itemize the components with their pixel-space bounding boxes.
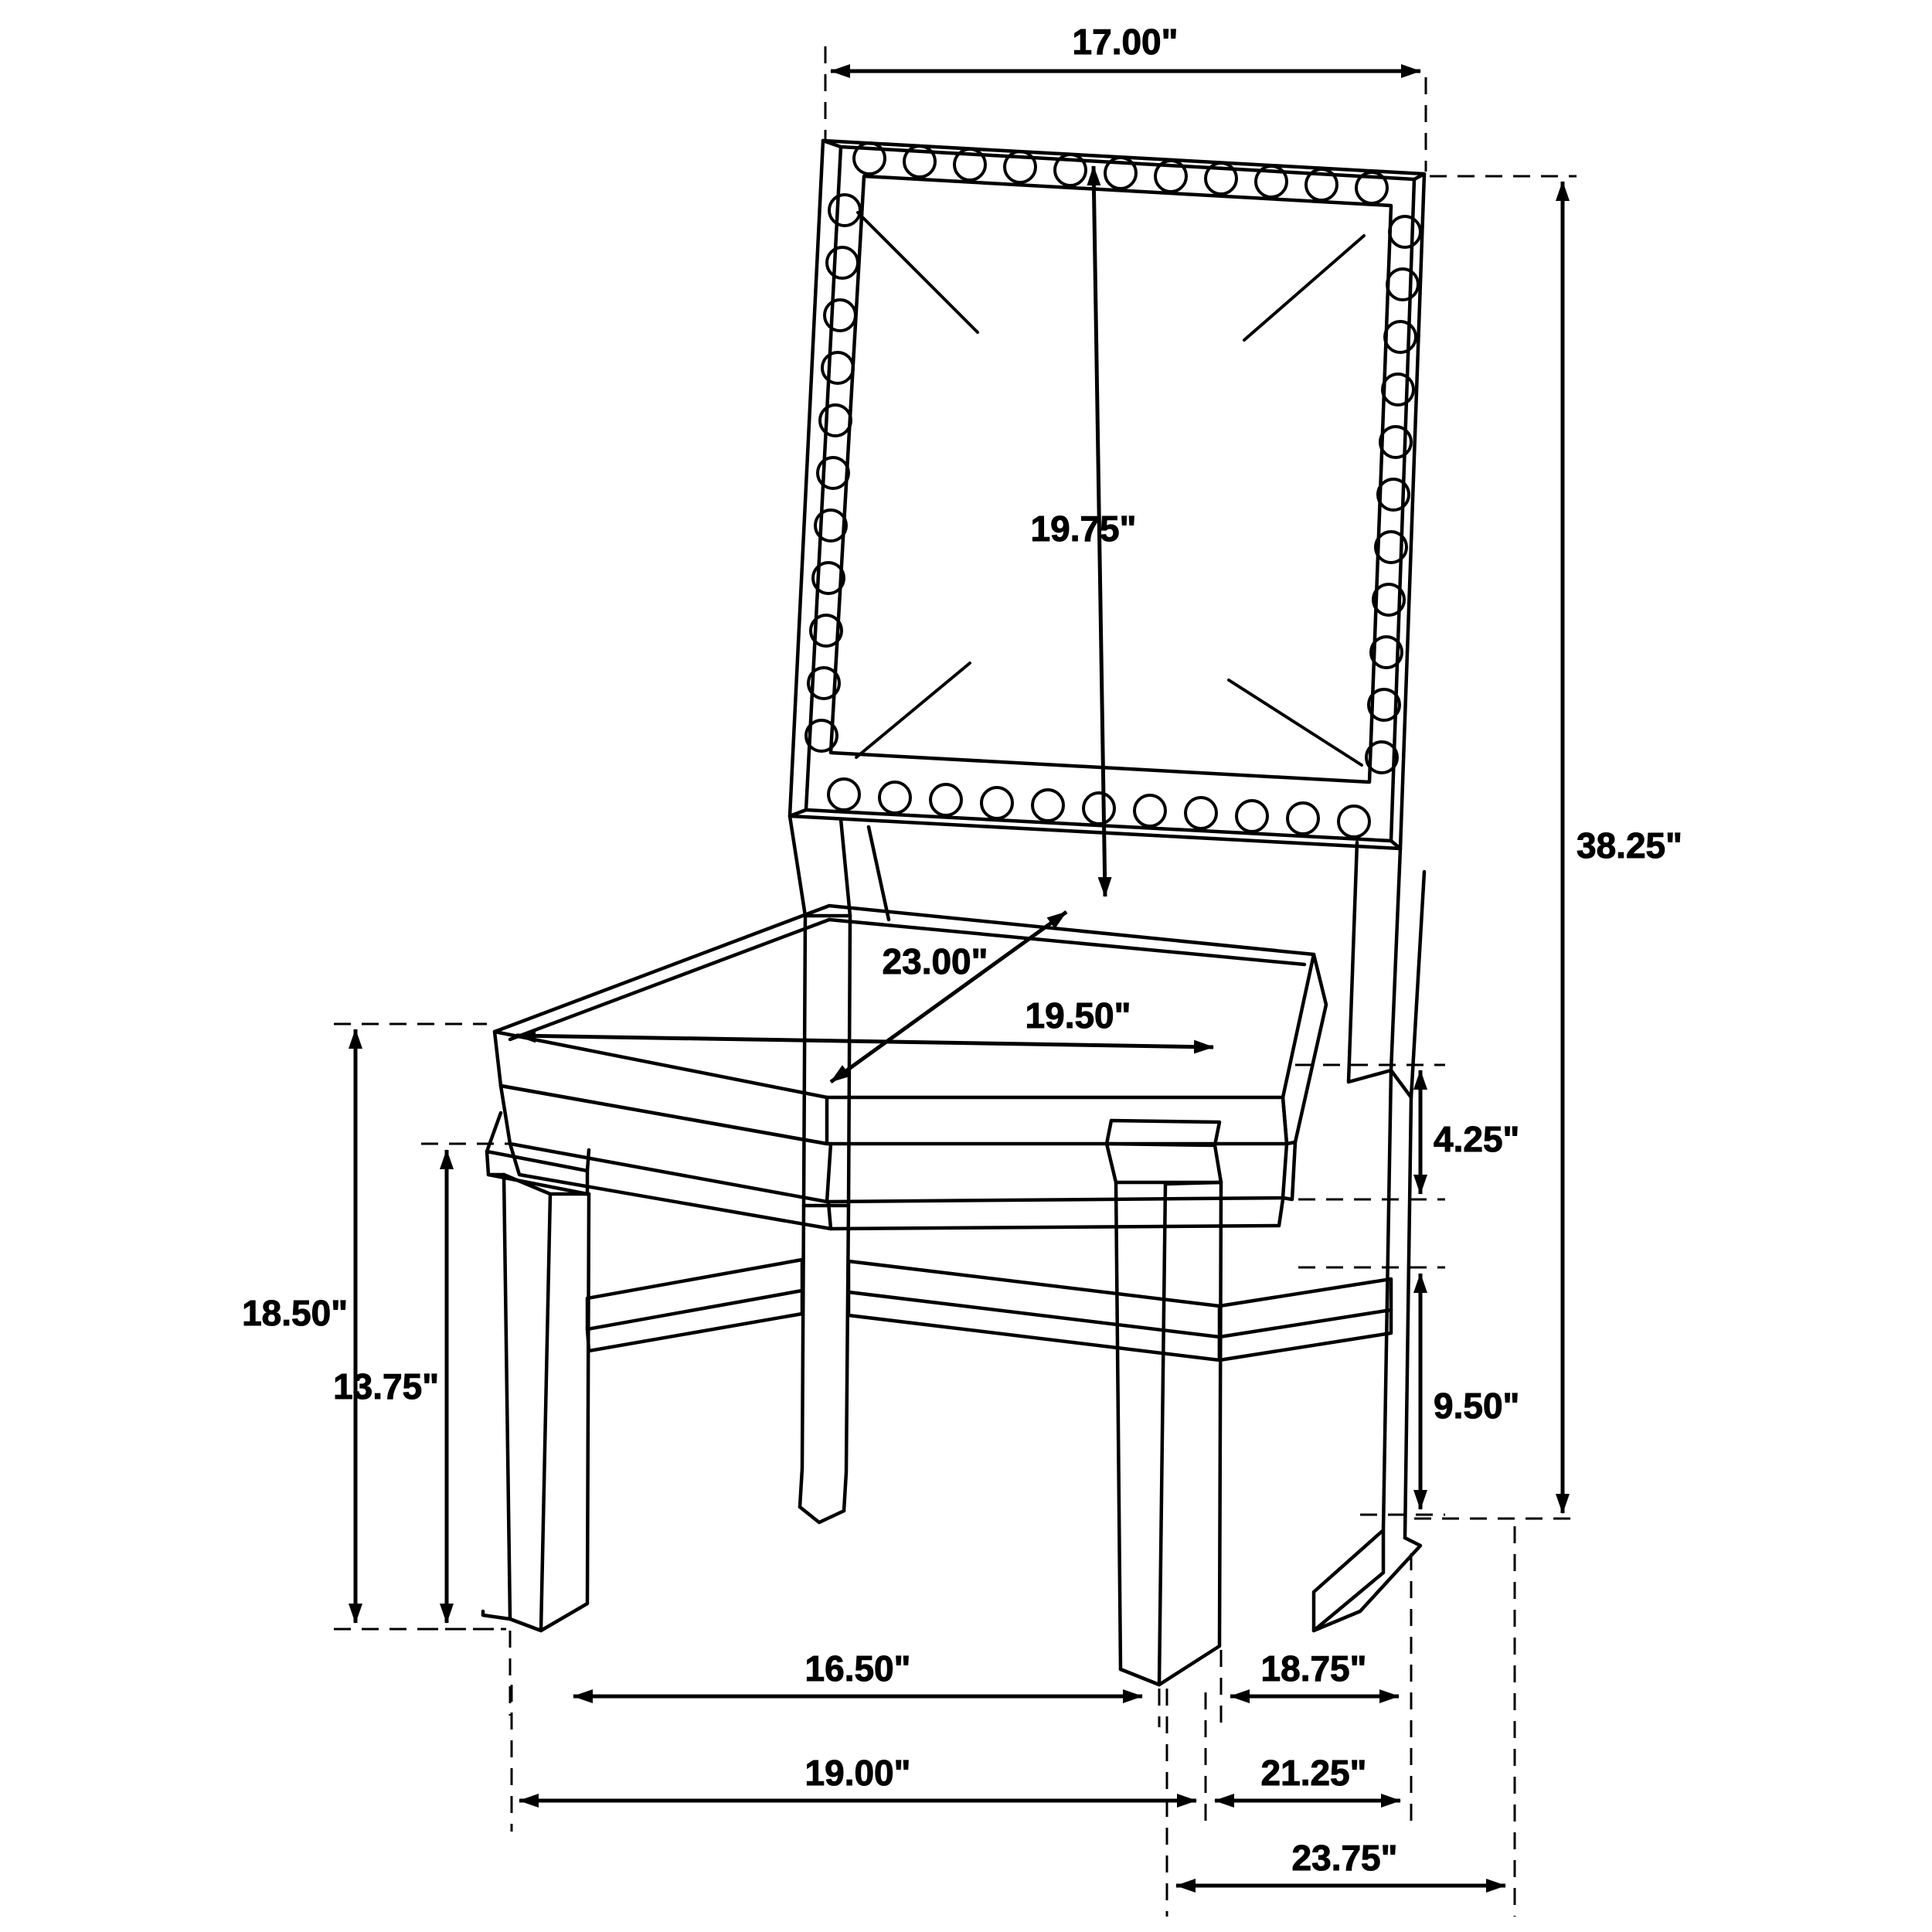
dim-label-seat-depth: 19.50" — [1026, 995, 1131, 1036]
back-posts — [787, 814, 1427, 1633]
dim-overall-height: 38.25" — [1414, 175, 1682, 1520]
panel-creases — [855, 211, 1366, 767]
nailhead-trim-top — [852, 141, 1389, 205]
dim-label-lower-rail-height: 13.75" — [333, 1366, 439, 1406]
dimension-annotations: 17.00" 19.75" 38.25" 23.00" 19.50" — [242, 22, 1682, 1917]
dim-leg-span-side: 18.75" — [1219, 1553, 1413, 1727]
dim-seat-diagonal: 23.00" — [829, 910, 1068, 1084]
dim-label-overall-height: 38.25" — [1577, 825, 1682, 866]
dim-label-base-width: 19.00" — [805, 1753, 911, 1793]
front-right-leg — [1104, 1118, 1223, 1687]
dim-back-width: 17.00" — [824, 22, 1427, 172]
stretchers — [585, 1257, 1393, 1362]
dim-label-stretcher-height: 9.50" — [1434, 1386, 1519, 1426]
dim-label-seat-height: 18.50" — [242, 1293, 348, 1333]
dim-label-leg-span-front: 16.50" — [805, 1648, 911, 1689]
chair-seat — [492, 903, 1328, 1146]
front-left-leg — [481, 1111, 591, 1633]
dim-seat-depth: 19.50" — [515, 995, 1214, 1054]
dim-apron-height: 4.25" — [1295, 1063, 1520, 1201]
dim-base-width: 19.00" — [510, 1685, 1207, 1832]
dim-label-seat-diagonal: 23.00" — [883, 941, 988, 981]
chair-back-frame — [787, 138, 1427, 851]
seat-apron — [498, 1083, 1298, 1231]
dim-seat-height: 18.50" — [242, 1022, 506, 1631]
dim-label-back-height: 19.75" — [1031, 509, 1137, 549]
nailhead-trim-right — [1365, 215, 1422, 774]
nailhead-trim-left — [804, 193, 862, 753]
dim-overall-depth: 23.75" — [1165, 1526, 1516, 1917]
dim-label-leg-span-side: 18.75" — [1261, 1648, 1367, 1689]
dim-leg-span-front: 16.50" — [509, 1631, 1161, 1727]
nailhead-trim-bottom — [827, 777, 1371, 838]
dim-stretcher-height: 9.50" — [1298, 1266, 1520, 1516]
dim-label-overall-depth: 23.75" — [1292, 1838, 1398, 1878]
dim-back-height: 19.75" — [1030, 165, 1137, 897]
rear-left-leg — [798, 913, 852, 1525]
dim-base-depth: 21.25" — [1214, 1692, 1413, 1832]
dim-lower-rail-height: 13.75" — [333, 1142, 510, 1631]
dim-label-apron-height: 4.25" — [1434, 1119, 1519, 1159]
dim-label-base-depth: 21.25" — [1261, 1753, 1367, 1793]
dim-label-back-width: 17.00" — [1073, 22, 1179, 62]
chair-illustration — [481, 138, 1427, 1687]
